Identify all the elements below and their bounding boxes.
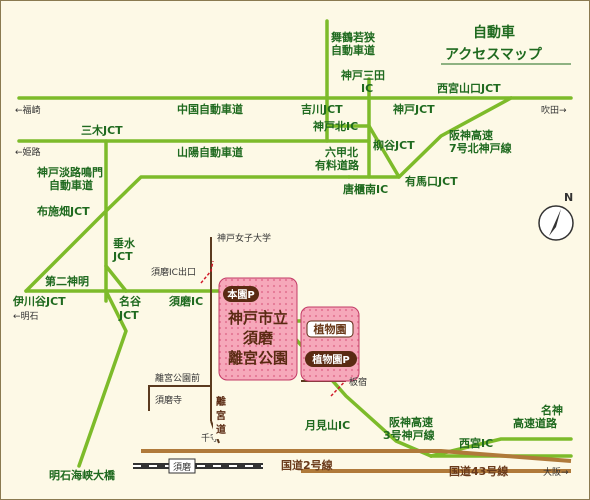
yanagitani-label: 柳谷JCT — [373, 138, 415, 152]
tarumi-label-line1: 垂水 — [113, 236, 136, 250]
compass-north-label: N — [564, 191, 573, 204]
railway — [133, 458, 263, 474]
park-name-line3: 離宮公園 — [228, 349, 288, 367]
awaji-label-line1: 神戸淡路鳴門 — [37, 165, 103, 179]
akashi-bridge-label: 明石海峡大橋 — [49, 468, 116, 482]
maizuru-label-line2: 自動車道 — [331, 43, 375, 57]
rikyu-road-char2: 宮 — [216, 409, 226, 422]
botanical-parking-label: 植物園P — [311, 353, 349, 366]
route2-line — [141, 449, 572, 463]
direction-himeji: ←姫路 — [15, 146, 41, 158]
myodani-label-line1: 名谷 — [119, 294, 142, 308]
nishinomiya-yamaguchi-label: 西宮山口JCT — [437, 81, 501, 95]
meishin-label-line1: 名神 — [541, 403, 563, 417]
direction-osaka: 大阪→ — [543, 466, 569, 478]
suma-ic-exit-label: 須磨IC出口 — [151, 266, 196, 278]
botanical-parking-badge — [305, 351, 357, 367]
park-botanical-area — [300, 306, 360, 382]
awaji-label-line2: 自動車道 — [49, 178, 93, 192]
route2-label: 国道2号線 — [281, 458, 333, 472]
myodani-label-line2: JCT — [118, 309, 139, 322]
arima-label: 有馬口JCT — [405, 174, 458, 188]
maizuru-label-line1: 舞鶴若狭 — [331, 30, 376, 44]
suma-station-label: 須磨 — [173, 462, 191, 473]
park-name-line2: 須磨 — [242, 329, 274, 347]
direction-fukusaki: ←福崎 — [15, 104, 41, 116]
dainishinmei-label: 第二神明 — [45, 274, 89, 288]
rikyu-road-box — [213, 393, 229, 439]
botanical-badge — [306, 320, 354, 338]
hanshin3-label-line2: 3号神戸線 — [383, 428, 435, 442]
karatonishi-label: 唐櫃南IC — [343, 182, 388, 196]
park-main-area — [218, 277, 298, 381]
chugoku-label: 中国自動車道 — [177, 102, 243, 116]
tarumi-connector-line — [104, 264, 128, 293]
miki-label: 三木JCT — [81, 123, 123, 137]
suma-ic-label: 須磨IC — [168, 294, 203, 308]
title-line1: 自動車 — [473, 24, 515, 41]
yoshikawa-label: 吉川JCT — [301, 102, 343, 116]
route43-label: 国道43号線 — [449, 464, 508, 478]
access-arrow-suma — [200, 260, 214, 284]
rikyu-road — [148, 385, 211, 411]
akashi-bridge-line — [77, 289, 128, 468]
fusehata-label: 布施畑JCT — [37, 204, 90, 218]
rokko-label-line1: 六甲北 — [325, 145, 358, 159]
rikyu-mae-label: 離宮公園前 — [155, 372, 200, 384]
kobe-sanda-label-line2: IC — [361, 82, 373, 95]
sanyo-label: 山陽自動車道 — [177, 145, 243, 159]
hanshin7-line — [347, 96, 513, 179]
rikyu-road-char3: 道 — [216, 423, 226, 436]
compass-icon: N — [538, 191, 574, 241]
hanshin7-label-line1: 阪神高速 — [449, 128, 493, 142]
sumadera-label: 須磨寺 — [155, 395, 182, 406]
rikyu-road-char1: 離 — [216, 395, 226, 408]
kobe-jct-label: 神戸JCT — [393, 102, 435, 116]
direction-suita: 吹田→ — [541, 104, 567, 116]
ikawadani-label: 伊川谷JCT — [12, 294, 66, 308]
kobe-sanda-label-line1: 神戸三田 — [341, 68, 385, 82]
yanagitani-branch-line — [367, 124, 401, 179]
direction-akashi: ←明石 — [13, 311, 39, 322]
title-line2: アクセスマップ — [445, 47, 543, 63]
hanshin7-west-line — [24, 175, 351, 293]
nishinomiya-ic-label: 西宮IC — [459, 436, 493, 450]
honen-parking-label: 本園P — [227, 288, 254, 301]
hanshin7-label-line2: 7号北神戸線 — [449, 141, 512, 155]
kobe-kita-label: 神戸北IC — [313, 119, 358, 133]
honen-parking-badge — [223, 286, 259, 302]
itayado-label: 板宿 — [349, 376, 367, 388]
tarumi-label-line2: JCT — [112, 250, 133, 263]
tsukimiyama-label: 月見山IC — [304, 418, 350, 432]
kobe-womens-univ-label: 神戸女子大学 — [217, 232, 271, 244]
hanshin3-label-line1: 阪神高速 — [389, 415, 433, 429]
meishin-label-line2: 高速道路 — [513, 416, 558, 430]
botanical-label: 植物園 — [313, 322, 347, 336]
park-name-line1: 神戸市立 — [228, 309, 288, 327]
rokko-label-line2: 有料道路 — [315, 158, 360, 172]
